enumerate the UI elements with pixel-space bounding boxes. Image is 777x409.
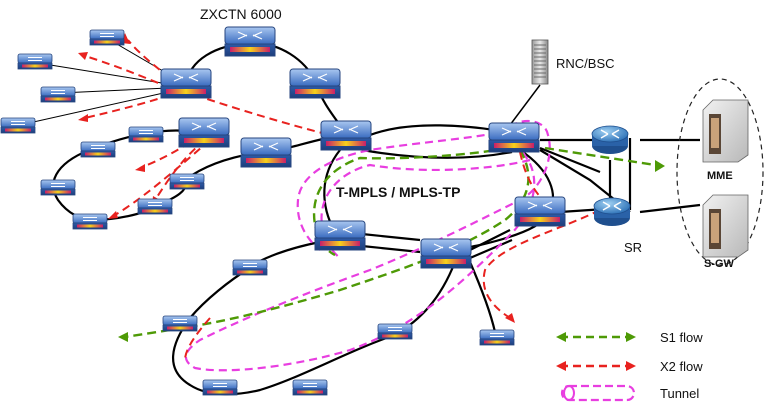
large-router-icon	[320, 120, 372, 151]
svg-text:X2 flow: X2 flow	[660, 359, 703, 374]
x2-arrowheads	[78, 33, 515, 323]
link-core-right	[539, 138, 701, 214]
tunnel-upper-left	[296, 128, 511, 251]
core-router-icon	[591, 125, 629, 154]
core-routers	[591, 125, 631, 226]
link-inner-right2	[469, 229, 513, 260]
svg-text:Tunnel: Tunnel	[660, 386, 699, 401]
legend-tunnel: Tunnel	[560, 384, 699, 402]
router-icon	[40, 179, 76, 196]
large-router-icon	[514, 196, 566, 227]
large-router-icon	[240, 137, 292, 168]
link-inner-bottom	[361, 232, 421, 254]
router-icon	[162, 315, 198, 332]
cabinet-icon	[702, 99, 749, 163]
sr-label: SR	[624, 240, 642, 255]
s1-flow-upper	[312, 143, 521, 257]
mme-label: MME	[707, 170, 733, 182]
tunnel-lower	[184, 119, 551, 372]
spoke-links	[19, 39, 176, 126]
large-router-icon	[314, 220, 366, 251]
core-router-icon	[593, 197, 631, 226]
legend: S1 flow X2 flow Tunnel	[556, 330, 703, 402]
link-drop	[468, 261, 497, 333]
router-icon	[137, 198, 173, 215]
large-router-icon	[420, 238, 472, 269]
router-icon	[232, 259, 268, 276]
legend-s1: S1 flow	[556, 330, 703, 345]
large-router-icon	[178, 117, 230, 148]
link-core-mid	[361, 148, 513, 159]
large-router-icon	[160, 68, 212, 99]
router-icon	[128, 126, 164, 143]
x2-flow-10	[184, 317, 211, 361]
large-router-icon	[488, 122, 540, 153]
router-icon	[89, 29, 125, 46]
router-icon	[169, 173, 205, 190]
sgw-label: S-GW	[704, 258, 735, 270]
legend-x2: X2 flow	[556, 359, 703, 374]
routers	[0, 26, 566, 396]
network-label: T-MPLS / MPLS-TP	[336, 184, 460, 200]
large-router-icon	[289, 68, 341, 99]
router-icon	[72, 213, 108, 230]
x2-flow-3	[84, 94, 171, 119]
router-icon	[292, 379, 328, 396]
s1-flow-core	[544, 146, 656, 167]
core-network-ellipse	[676, 78, 764, 266]
svg-text:S1 flow: S1 flow	[660, 330, 703, 345]
cabinet-icon	[702, 194, 749, 258]
x2-flow-9	[482, 209, 601, 319]
router-icon	[0, 117, 36, 134]
s1-arrow-right	[655, 160, 665, 172]
x2-flow-7	[114, 139, 211, 216]
link-ring-top-left	[184, 41, 346, 133]
router-icon	[40, 86, 76, 103]
large-router-icon	[224, 26, 276, 57]
link-rnc	[509, 84, 541, 126]
rnc-bsc-label: RNC/BSC	[556, 56, 615, 71]
device-series-label: ZXCTN 6000	[200, 6, 282, 22]
router-icon	[80, 141, 116, 158]
router-icon	[479, 329, 515, 346]
router-icon	[17, 53, 53, 70]
x2-flow-6	[154, 139, 206, 201]
x2-flow-4	[194, 94, 331, 136]
server-rack-icon	[531, 39, 549, 85]
router-icon	[377, 323, 413, 340]
s1-arrow-left	[118, 332, 128, 342]
router-icon	[202, 379, 238, 396]
x2-flow-2	[84, 55, 171, 89]
